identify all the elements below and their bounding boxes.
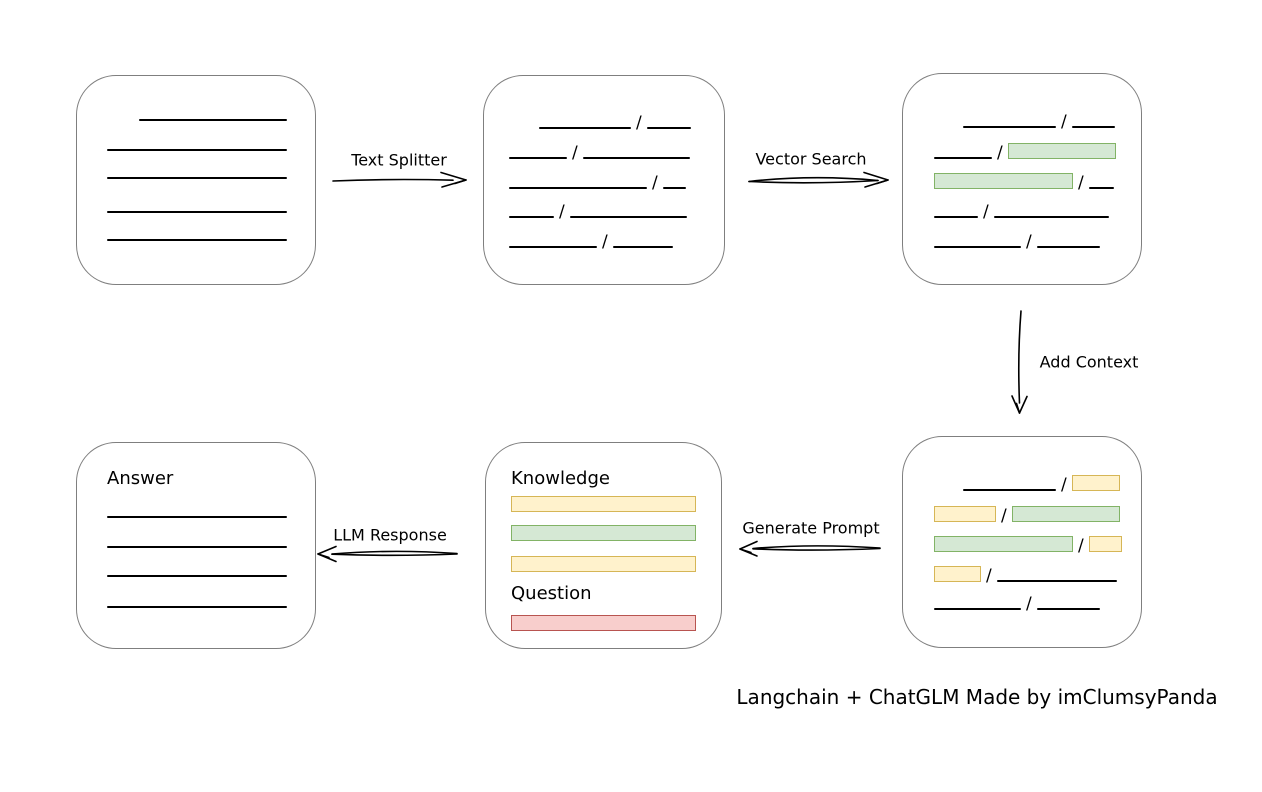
add-context-arrow — [1011, 310, 1028, 414]
green-highlight — [934, 173, 1073, 189]
generate-prompt-label: Generate Prompt — [742, 518, 880, 538]
text-line — [993, 216, 1109, 218]
yellow-highlight — [511, 556, 696, 572]
context-box: / / / / / — [902, 436, 1142, 648]
box-label: Knowledge — [511, 468, 610, 489]
add-context-label: Add Context — [1039, 352, 1139, 372]
vector-matched-box: / / / / / — [902, 73, 1142, 285]
text-line — [934, 608, 1021, 610]
text-line — [107, 546, 287, 548]
chunk-separator: / — [636, 113, 642, 133]
chunk-separator: / — [1061, 112, 1067, 132]
text-line — [509, 246, 597, 248]
yellow-highlight — [934, 566, 981, 582]
chunk-separator: / — [572, 143, 578, 163]
text-line — [1036, 608, 1100, 610]
text-line — [509, 216, 554, 218]
text-line — [509, 187, 647, 189]
chunk-separator: / — [1026, 594, 1032, 614]
source-document-box — [76, 75, 316, 285]
chunk-separator: / — [1078, 173, 1084, 193]
chunk-separator: / — [652, 173, 658, 193]
text-line — [662, 187, 686, 189]
text-line — [934, 216, 978, 218]
text-line — [963, 489, 1056, 491]
chunk-separator: / — [1061, 475, 1067, 495]
text-line — [646, 127, 691, 129]
split-text-box: / / / / / — [483, 75, 725, 285]
text-line — [1071, 126, 1115, 128]
green-highlight — [934, 536, 1073, 552]
vector-search-arrow — [748, 171, 889, 188]
box-label: Answer — [107, 468, 174, 489]
yellow-highlight — [1071, 475, 1120, 491]
text-line — [569, 216, 687, 218]
text-line — [1036, 246, 1100, 248]
text-line — [1088, 187, 1114, 189]
text-splitter-arrow — [332, 171, 467, 188]
chunk-separator: / — [559, 202, 565, 222]
llm-response-arrow — [317, 545, 458, 563]
diagram-caption: Langchain + ChatGLM Made by imClumsyPand… — [736, 685, 1218, 709]
text-line — [139, 119, 287, 121]
chunk-separator: / — [983, 202, 989, 222]
text-line — [934, 157, 992, 159]
vector-search-label: Vector Search — [755, 149, 867, 169]
chunk-separator: / — [1026, 232, 1032, 252]
green-highlight — [1007, 143, 1116, 159]
text-splitter-label: Text Splitter — [351, 150, 447, 170]
answer-box: Answer — [76, 442, 316, 649]
chunk-separator: / — [997, 143, 1003, 163]
text-line — [612, 246, 673, 248]
text-line — [934, 246, 1021, 248]
chunk-separator: / — [1001, 506, 1007, 526]
green-highlight — [511, 525, 696, 541]
red-highlight — [511, 615, 696, 631]
text-line — [107, 177, 287, 179]
text-line — [539, 127, 631, 129]
text-line — [996, 580, 1117, 582]
text-line — [107, 575, 287, 577]
text-line — [509, 157, 567, 159]
llm-response-label: LLM Response — [333, 525, 447, 545]
text-line — [107, 149, 287, 151]
text-line — [107, 606, 287, 608]
generate-prompt-arrow — [739, 540, 881, 557]
yellow-highlight — [934, 506, 996, 522]
chunk-separator: / — [986, 566, 992, 586]
text-line — [107, 239, 287, 241]
chunk-separator: / — [602, 232, 608, 252]
text-line — [582, 157, 690, 159]
box-label: Question — [511, 583, 592, 604]
text-line — [107, 516, 287, 518]
green-highlight — [1011, 506, 1120, 522]
text-line — [963, 126, 1056, 128]
text-line — [107, 211, 287, 213]
yellow-highlight — [511, 496, 696, 512]
yellow-highlight — [1088, 536, 1122, 552]
chunk-separator: / — [1078, 536, 1084, 556]
